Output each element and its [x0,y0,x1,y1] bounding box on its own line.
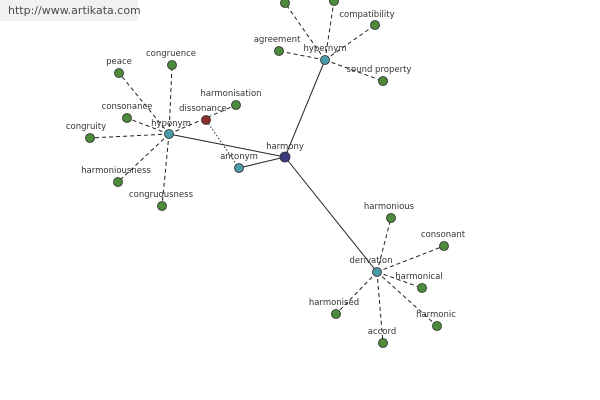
edge-derivation-consonant [376,245,445,273]
node-dot-compatibility[interactable] [370,20,380,30]
node-label-harmony: harmony [266,142,304,152]
node-dot-congruity[interactable] [85,133,95,143]
node-label-harmonisation: harmonisation [200,89,261,99]
node-hyponym[interactable]: hyponym [151,119,191,139]
edge-hyponym-congruence [168,64,173,135]
node-label-accord: accord [368,327,397,337]
node-label-harmonised: harmonised [309,298,359,308]
node-label-harmonical: harmonical [395,272,442,282]
edge-hyponym-congruousness [161,133,170,207]
edge-harmony-derivation [284,156,378,273]
node-dot-consonance[interactable] [122,113,132,123]
node-label-antonym: antonym [220,152,258,162]
edge-hyponym-peace [118,72,170,135]
node-sound-property[interactable]: sound property [347,65,412,86]
node-dot-harmonised[interactable] [331,309,341,319]
edge-hypernym-agreement [278,50,326,61]
node-label-derivation: derivation [349,256,392,266]
node-agreement[interactable]: agreement [254,35,301,56]
watermark: http://www.artikata.com [0,0,141,21]
node-top-right-leaf[interactable] [329,0,339,6]
edge-derivation-harmonious [376,217,392,273]
node-compatibility[interactable]: compatibility [339,10,395,30]
node-harmonious[interactable]: harmonious [364,202,415,223]
node-harmony[interactable]: harmony [266,142,304,163]
node-label-consonance: consonance [102,102,153,112]
node-dot-harmony[interactable] [279,151,291,163]
edge-hypernym-top-right-leaf [324,0,335,61]
node-congruousness[interactable]: congruousness [129,190,194,211]
node-label-congruity: congruity [66,122,106,132]
node-harmonical[interactable]: harmonical [395,272,443,293]
edge-harmony-hypernym [284,59,326,158]
node-harmonised[interactable]: harmonised [309,298,359,319]
node-label-peace: peace [106,57,132,67]
node-derivation[interactable]: derivation [349,256,393,277]
node-label-hyponym: hyponym [151,119,191,129]
edge-harmony-antonym [238,156,286,169]
node-label-congruence: congruence [146,49,196,59]
node-dot-harmonical[interactable] [417,283,427,293]
node-dot-peace[interactable] [114,68,124,78]
edge-hyponym-harmoniousness [117,133,170,183]
edge-hypernym-sound-property [324,59,384,82]
node-dot-harmonious[interactable] [386,213,396,223]
edge-hypernym-compatibility [324,24,376,61]
node-dot-dissonance[interactable] [201,115,211,125]
node-dot-congruence[interactable] [167,60,177,70]
node-dot-antonym[interactable] [234,163,244,173]
node-dot-top-left-leaf[interactable] [280,0,290,8]
node-top-left-leaf[interactable] [280,0,290,8]
node-dot-hypernym[interactable] [320,55,330,65]
edge-hyponym-congruity [89,133,170,139]
edge-derivation-accord [376,271,384,344]
node-dot-sound-property[interactable] [378,76,388,86]
node-dot-congruousness[interactable] [157,201,167,211]
edge-hyponym-consonance [126,117,170,135]
node-dot-agreement[interactable] [274,46,284,56]
node-label-dissonance: dissonance [179,104,227,114]
node-label-agreement: agreement [254,35,301,45]
node-label-consonant: consonant [421,230,466,240]
edge-harmony-hyponym [168,133,286,158]
node-label-hypernym: hypernym [303,44,346,54]
node-peace[interactable]: peace [106,57,132,78]
graph-edges [89,0,445,344]
node-label-sound-property: sound property [347,65,412,75]
node-accord[interactable]: accord [368,327,397,348]
edge-antonym-dissonance [205,119,240,169]
node-label-compatibility: compatibility [339,10,394,20]
node-label-harmoniousness: harmoniousness [81,166,151,176]
node-hypernym[interactable]: hypernym [303,44,347,65]
node-dot-consonant[interactable] [439,241,449,251]
node-harmonisation[interactable]: harmonisation [200,89,262,110]
node-consonance[interactable]: consonance [102,102,153,123]
edge-derivation-harmonised [335,271,378,315]
node-dot-harmonisation[interactable] [231,100,241,110]
node-harmonic[interactable]: harmonic [416,310,456,331]
node-dot-hyponym[interactable] [164,129,174,139]
node-congruence[interactable]: congruence [146,49,196,70]
node-label-harmonious: harmonious [364,202,415,212]
graph-nodes: harmony hypernym hyponym antonym derivation c… [66,0,466,348]
edge-hypernym-top-left-leaf [284,2,326,61]
node-antonym[interactable]: antonym [220,152,258,173]
node-harmoniousness[interactable]: harmoniousness [81,166,151,187]
node-label-congruousness: congruousness [129,190,194,200]
node-dot-derivation[interactable] [372,267,382,277]
node-dissonance[interactable]: dissonance [179,104,227,125]
node-dot-top-right-leaf[interactable] [329,0,339,6]
node-label-harmonic: harmonic [416,310,456,320]
node-dot-harmoniousness[interactable] [113,177,123,187]
node-dot-harmonic[interactable] [432,321,442,331]
node-dot-accord[interactable] [378,338,388,348]
node-consonant[interactable]: consonant [421,230,466,251]
edge-derivation-harmonical [376,271,423,289]
node-congruity[interactable]: congruity [66,122,106,143]
